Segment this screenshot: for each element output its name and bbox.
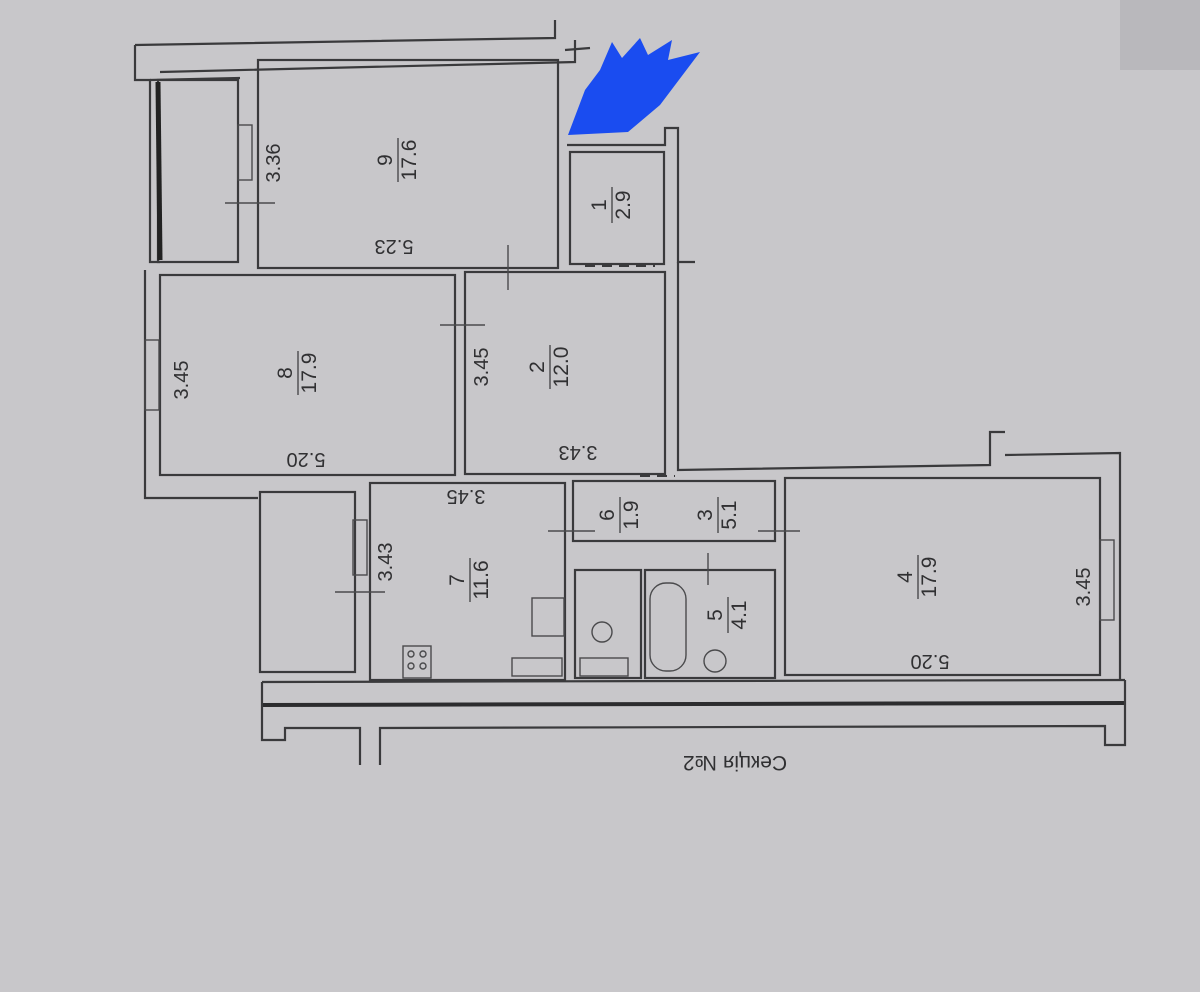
room-number: 6 bbox=[596, 509, 619, 521]
room-area: 17.9 bbox=[298, 353, 321, 394]
room-area: 17.9 bbox=[918, 557, 941, 598]
room-number: 1 bbox=[588, 199, 611, 211]
room-label-5: 5 4.1 bbox=[704, 597, 751, 633]
room-label-8: 8 17.9 bbox=[274, 351, 321, 395]
redaction-blob bbox=[568, 38, 700, 135]
paper-edge bbox=[1120, 0, 1200, 70]
dimension-room2-width: 3.45 bbox=[471, 348, 493, 387]
room-label-6: 6 1.9 bbox=[596, 497, 643, 533]
walls bbox=[133, 20, 1127, 765]
room-number: 8 bbox=[274, 367, 297, 379]
room-label-7: 7 11.6 bbox=[446, 558, 493, 602]
room-number: 7 bbox=[446, 574, 469, 586]
dimension-room8-length: 5.20 bbox=[287, 448, 326, 470]
room-label-3: 3 5.1 bbox=[694, 497, 741, 533]
room-number: 5 bbox=[704, 609, 727, 621]
room-label-4: 4 17.9 bbox=[894, 555, 941, 599]
dimension-room7-length: 3.45 bbox=[447, 485, 486, 507]
dimension-room7-width: 3.43 bbox=[375, 543, 397, 582]
room-number: 2 bbox=[526, 361, 549, 373]
room-area: 5.1 bbox=[718, 500, 741, 529]
dimension-room4-length: 5.20 bbox=[911, 650, 950, 672]
room-area: 11.6 bbox=[470, 560, 493, 599]
dimension-room2-length: 3.43 bbox=[559, 441, 598, 463]
room-number: 3 bbox=[694, 509, 717, 521]
room-number: 4 bbox=[894, 571, 917, 583]
dimension-room9-length: 5.23 bbox=[375, 235, 414, 257]
dimension-room9-width: 3.36 bbox=[263, 144, 285, 183]
room-area: 2.9 bbox=[612, 190, 635, 219]
room-area: 1.9 bbox=[620, 500, 643, 529]
section-label: Секція №2 bbox=[683, 751, 787, 774]
room-area: 12.0 bbox=[550, 347, 573, 388]
room-label-1: 1 2.9 bbox=[588, 187, 635, 223]
room-area: 17.6 bbox=[398, 140, 421, 181]
room-label-2: 2 12.0 bbox=[526, 345, 573, 389]
room-label-9: 9 17.6 bbox=[374, 138, 421, 182]
dimension-room8-width: 3.45 bbox=[171, 361, 193, 400]
room-number: 9 bbox=[374, 154, 397, 166]
room-area: 4.1 bbox=[728, 600, 751, 629]
dimension-room4-width: 3.45 bbox=[1073, 568, 1095, 607]
